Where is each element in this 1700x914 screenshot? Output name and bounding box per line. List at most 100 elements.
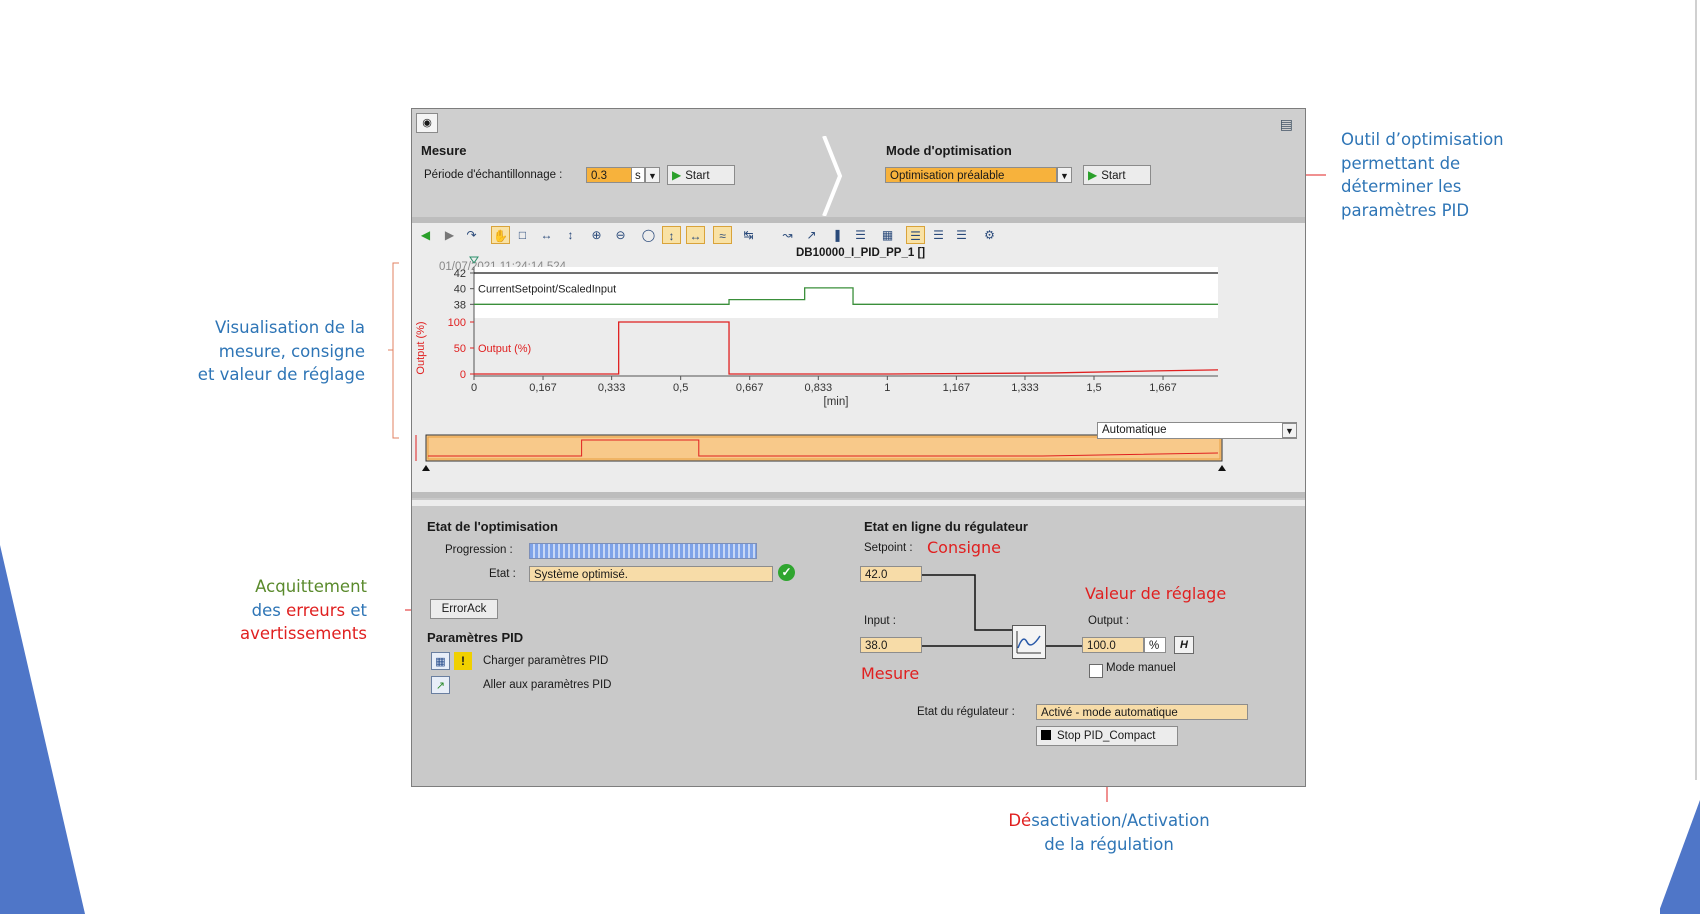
controller-wiring [922, 574, 1082, 647]
annotation-desactivation: Désactivation/Activation de la régulatio… [1008, 811, 1210, 854]
periode-label: Période d'échantillonnage : [424, 169, 563, 181]
mesure-annotation: Mesure [861, 664, 920, 683]
stop-pid-button[interactable]: Stop PID_Compact [1036, 726, 1178, 746]
zoom-out-icon[interactable]: ⊖ [615, 228, 626, 242]
trigger-marker [469, 256, 479, 264]
upper-y-tick-label: 40 [454, 284, 466, 296]
hand-icon[interactable]: ✋ [491, 226, 510, 244]
splitter-top[interactable] [412, 217, 1305, 225]
periode-unit: s [631, 167, 645, 183]
zoom-x-icon[interactable]: ↔ [540, 228, 553, 242]
setpoint-value: 42.0 [860, 566, 922, 582]
annotation-acquittement: Acquittement des erreurs et avertissemen… [240, 577, 367, 643]
splitter-bottom[interactable] [412, 500, 1305, 506]
pid-controller-icon [1012, 625, 1046, 659]
export-icon[interactable]: ↹ [743, 228, 754, 242]
x-tick-label: 0 [471, 382, 477, 394]
lower-series-name: Output (%) [478, 343, 531, 355]
splitter-middle[interactable] [412, 492, 1305, 498]
section-chevron [822, 136, 843, 216]
lower-series-line [474, 321, 1219, 375]
mode-manuel-label: Mode manuel [1106, 662, 1176, 674]
trend-title: DB10000_I_PID_PP_1 [] [796, 247, 926, 259]
mode-manuel-checkbox[interactable] [1089, 664, 1103, 678]
curve-icon[interactable]: ↝ [782, 228, 793, 242]
warning-icon: ! [454, 652, 472, 670]
trend-mode-dropdown[interactable]: ▼ [1282, 423, 1297, 438]
lower-plot-bg [474, 322, 1218, 374]
upper-plot-bg [474, 267, 1218, 318]
trend-mode-select[interactable]: Automatique [1097, 422, 1297, 439]
bottom-panel: Etat de l'optimisation Progression : Eta… [412, 507, 1305, 786]
etat-label: Etat : [489, 568, 516, 580]
upper-y-tick-label: 38 [454, 299, 466, 311]
etat-ligne-title: Etat en ligne du régulateur [864, 519, 1028, 534]
play-icon: ▶ [1088, 168, 1098, 182]
periode-unit-dropdown[interactable]: ▼ [645, 167, 660, 183]
zoom-y-icon[interactable]: ↕ [567, 228, 574, 242]
lower-y-tick-label: 100 [448, 317, 466, 329]
top-panel: ◉ ▤ Mesure Période d'échantillonnage : 0… [412, 109, 1305, 217]
overview-right-handle [1218, 465, 1226, 471]
zoom-area-icon[interactable]: □ [518, 228, 527, 242]
overview-window [427, 436, 1221, 460]
lower-y-tick-label: 0 [460, 369, 466, 381]
settings-icon[interactable]: ⚙ [984, 228, 995, 242]
tuning-tool-icon[interactable]: ◉ [416, 113, 438, 133]
input-label: Input : [864, 615, 896, 627]
charger-params-link[interactable]: Charger paramètres PID [483, 655, 609, 667]
etat-value: Système optimisé. [529, 566, 773, 582]
trend-toolbar: ◀ ▶ ↷ ✋ □ ↔ ↕ ⊕ ⊖ ◯ ↕ ↔ ≈ ↹ ↝ ↗ ❚ ☰ ▦ ☰ … [412, 223, 1305, 247]
output-unit: % [1144, 637, 1166, 653]
overview-strip [425, 434, 1223, 462]
vertical-cursor-icon[interactable]: ❚ [832, 228, 843, 242]
list-icon[interactable]: ☰ [906, 226, 925, 244]
horizontal-cursor-icon[interactable]: ☰ [855, 228, 866, 242]
window-options-icon[interactable]: ▤ [1279, 116, 1293, 132]
etat-reg-label: Etat du régulateur : [917, 706, 1015, 718]
slide-decoration-left [0, 545, 85, 914]
output-label: Output : [1088, 615, 1129, 627]
aller-params-link[interactable]: Aller aux paramètres PID [483, 679, 612, 691]
overview-left-handle [422, 465, 430, 471]
input-value: 38.0 [860, 637, 922, 653]
mesure-start-button[interactable]: ▶Start [667, 165, 735, 185]
manual-value-icon[interactable]: H [1174, 636, 1194, 654]
params-title: Paramètres PID [427, 630, 524, 645]
forward-icon[interactable]: ▶ [444, 228, 455, 242]
signal-view-icon[interactable]: ≈ [713, 226, 732, 244]
measure-cursor-icon[interactable]: ▦ [881, 228, 894, 242]
align-left-icon[interactable]: ☰ [933, 228, 944, 242]
align-right-icon[interactable]: ☰ [956, 228, 967, 242]
trend-chart-area: 01/07/2021 11:24:14.524 42403810050000,1… [412, 247, 1305, 492]
scale-icon[interactable]: ↗ [806, 228, 817, 242]
back-icon[interactable]: ◀ [420, 228, 431, 242]
zoom-in-icon[interactable]: ⊕ [591, 228, 602, 242]
upper-series-line [474, 287, 1218, 305]
slide-decoration-right [1660, 0, 1700, 914]
pid-tuning-window: ◉ ▤ Mesure Période d'échantillonnage : 0… [411, 108, 1306, 787]
zoom-y-100-icon[interactable]: ↕ [662, 226, 681, 244]
lower-y-axis-label: Output (%) [415, 321, 427, 374]
etat-reg-value: Activé - mode automatique [1036, 704, 1248, 720]
lower-y-tick-label: 50 [454, 343, 466, 355]
mode-start-button[interactable]: ▶Start [1083, 165, 1151, 185]
error-ack-button[interactable]: ErrorAck [430, 599, 498, 619]
stop-icon [1041, 730, 1051, 740]
mode-dropdown[interactable]: ▼ [1057, 167, 1072, 183]
cursor-icon[interactable]: ↷ [466, 228, 477, 242]
zoom-x-100-icon[interactable]: ↔ [686, 226, 705, 244]
play-icon: ▶ [672, 168, 682, 182]
goto-params-icon[interactable]: ↗ [431, 676, 450, 694]
x-tick-label: 1,333 [1011, 382, 1039, 394]
mode-title: Mode d'optimisation [886, 143, 1012, 158]
load-params-icon[interactable]: ▦ [431, 652, 450, 670]
zoom-100-icon[interactable]: ◯ [641, 228, 656, 242]
periode-input[interactable]: 0.3 [586, 167, 632, 183]
upper-y-tick-label: 42 [454, 268, 466, 280]
x-tick-label: 1 [884, 382, 890, 394]
upper-series-name: CurrentSetpoint/ScaledInput [478, 284, 616, 296]
consigne-annotation: Consigne [927, 538, 1002, 557]
mode-select[interactable]: Optimisation préalable [885, 167, 1057, 183]
